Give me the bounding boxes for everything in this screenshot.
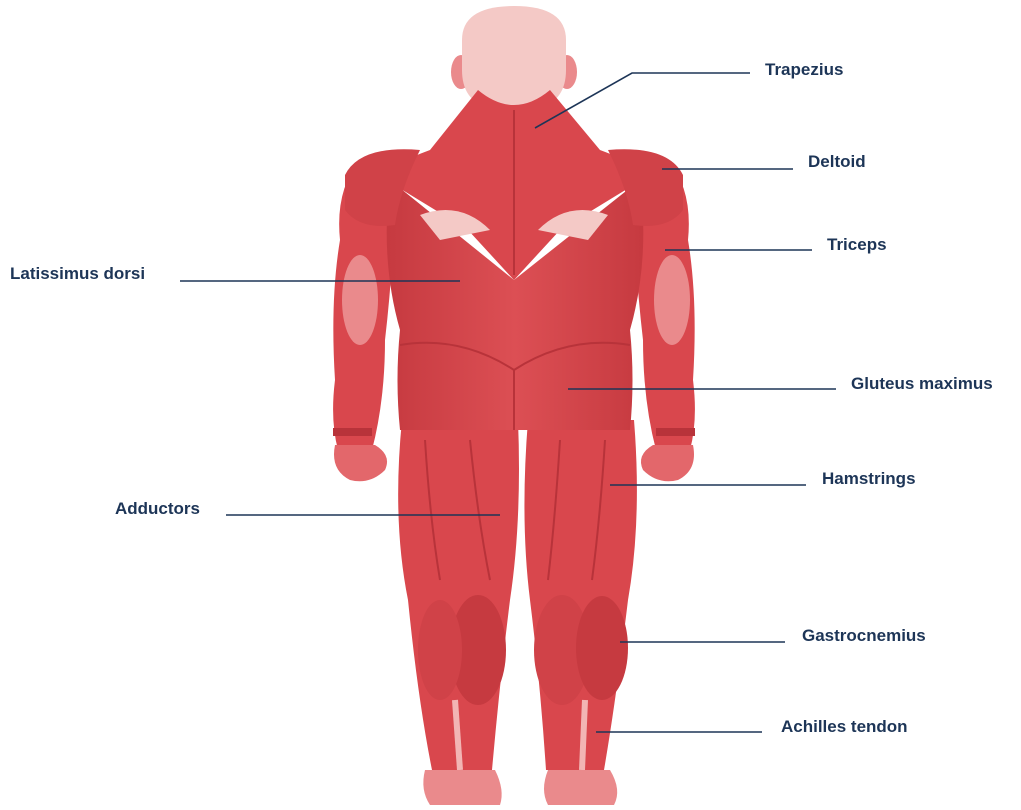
label-adductors: Adductors xyxy=(115,500,200,517)
left-leg xyxy=(398,420,519,805)
label-latissimus-dorsi: Latissimus dorsi xyxy=(10,265,145,282)
label-trapezius: Trapezius xyxy=(765,61,843,78)
label-achilles-tendon: Achilles tendon xyxy=(781,718,908,735)
label-gluteus-maximus: Gluteus maximus xyxy=(851,375,993,392)
label-gastrocnemius: Gastrocnemius xyxy=(802,627,926,644)
label-deltoid: Deltoid xyxy=(808,153,866,170)
label-triceps: Triceps xyxy=(827,236,887,253)
label-hamstrings: Hamstrings xyxy=(822,470,916,487)
head xyxy=(451,6,577,108)
right-leg xyxy=(524,420,636,805)
